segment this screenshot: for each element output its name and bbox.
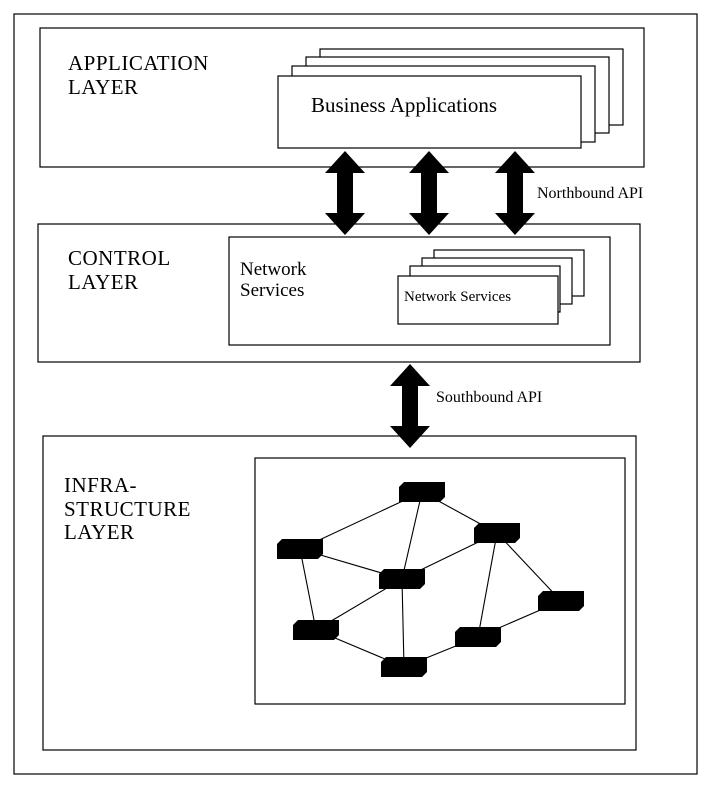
network-services-title: Network Services (240, 259, 306, 302)
southbound-api-label: Southbound API (436, 389, 543, 406)
network-switch-icon (381, 657, 427, 677)
network-switch-icon (399, 482, 445, 502)
application-layer-title: APPLICATION LAYER (68, 51, 209, 99)
network-switch-icon (474, 523, 520, 543)
network-switch-icon (379, 569, 425, 589)
infrastructure-layer-title-line-1: INFRA- (64, 473, 138, 497)
network-link-n4-n8 (401, 578, 405, 668)
application-layer-title-line-1: APPLICATION (68, 51, 209, 75)
control-layer-title-line-1: CONTROL (68, 246, 171, 270)
network-services-title-line-2: Services (240, 280, 305, 302)
network-switch-icon (538, 591, 584, 611)
network-switch-icon (455, 627, 501, 647)
network-link-n2-n7 (477, 532, 498, 638)
network-services-title-line-1: Network (240, 259, 307, 280)
business-applications-label: Business Applications (311, 93, 498, 117)
control-layer-title: CONTROL LAYER (68, 246, 171, 294)
infrastructure-layer-title-line-3: LAYER (64, 520, 135, 545)
network-services-stack-label: Network Services (404, 289, 512, 305)
network-switch-icon (277, 539, 323, 559)
network-link-n2-n5 (496, 532, 562, 602)
infrastructure-layer-title: INFRA- STRUCTURE LAYER (64, 473, 192, 545)
network-link-n3-n6 (299, 548, 317, 631)
northbound-api-label: Northbound API (537, 185, 644, 202)
business-applications-stack (277, 48, 624, 149)
infrastructure-layer-title-line-2: STRUCTURE (64, 496, 192, 521)
network-services-stack (397, 249, 585, 325)
application-layer-title-line-2: LAYER (68, 74, 139, 99)
network-link-n1-n4 (401, 491, 423, 580)
network-switches (277, 482, 584, 677)
network-switch-icon (293, 620, 339, 640)
control-layer-title-line-2: LAYER (68, 269, 139, 294)
